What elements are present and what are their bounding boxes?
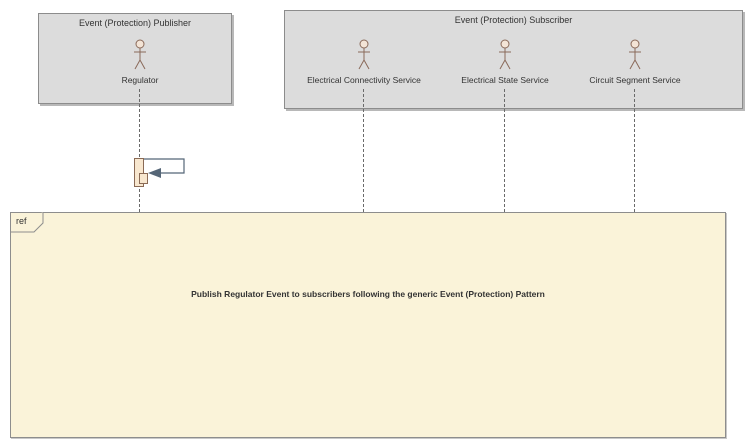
lifeline-electrical-state-service xyxy=(504,89,505,212)
actor-icon xyxy=(629,39,641,70)
lifeline-regulator xyxy=(139,89,140,212)
lifeline-circuit-segment-service xyxy=(634,89,635,212)
actor-electrical-state-service[interactable]: Electrical State Service xyxy=(425,39,585,85)
ref-fragment[interactable]: ref Publish Regulator Event to subscribe… xyxy=(10,212,726,438)
nested-activation-bar xyxy=(139,173,148,184)
actor-icon xyxy=(358,39,370,70)
subscriber-pool: Event (Protection) Subscriber Electrical… xyxy=(284,10,743,109)
publisher-pool: Event (Protection) Publisher Regulator xyxy=(38,13,232,104)
actor-icon xyxy=(499,39,511,70)
subscriber-pool-title: Event (Protection) Subscriber xyxy=(454,15,573,25)
ref-tag-shape xyxy=(10,212,44,233)
actor-regulator[interactable]: Regulator xyxy=(60,39,220,85)
lifeline-electrical-connectivity-service xyxy=(363,89,364,212)
ref-label: ref xyxy=(16,216,27,226)
actor-label-electrical-state-service: Electrical State Service xyxy=(461,75,549,85)
actor-label-circuit-segment-service: Circuit Segment Service xyxy=(589,75,681,85)
publisher-pool-title: Event (Protection) Publisher xyxy=(78,18,192,28)
activation-bar xyxy=(134,158,144,187)
ref-fragment-text: Publish Regulator Event to subscribers f… xyxy=(191,289,545,299)
actor-label-regulator: Regulator xyxy=(121,75,159,85)
actor-electrical-connectivity-service[interactable]: Electrical Connectivity Service xyxy=(284,39,444,85)
actor-icon xyxy=(134,39,146,70)
actor-label-electrical-connectivity-service: Electrical Connectivity Service xyxy=(307,75,421,85)
actor-circuit-segment-service[interactable]: Circuit Segment Service xyxy=(555,39,715,85)
